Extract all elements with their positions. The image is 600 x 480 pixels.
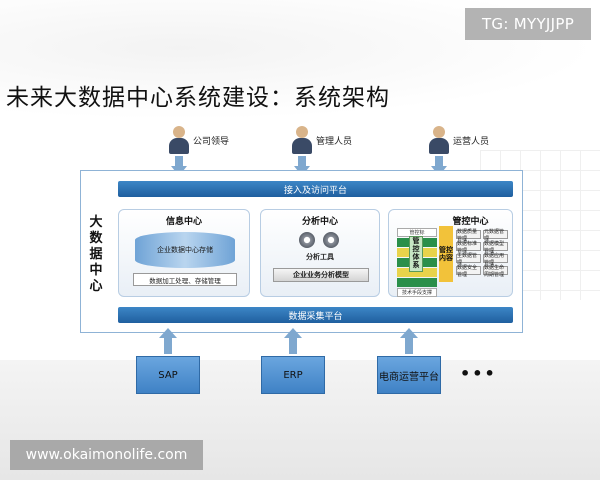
control-content-label: 管控内容 — [439, 226, 453, 282]
up-arrow-icon — [284, 328, 302, 354]
control-right-item: 数据生命周期管理 — [483, 265, 508, 278]
up-arrow-icon — [159, 328, 177, 354]
person-icon — [168, 126, 190, 154]
role-label: 公司领导 — [193, 136, 230, 147]
processing-label: 数据加工处理、存储管理 — [133, 273, 237, 286]
more-sources-ellipsis: ••• — [460, 364, 497, 383]
control-right-item: 数据模型管理 — [483, 241, 508, 254]
page-title: 未来大数据中心系统建设：系统架构 — [6, 85, 390, 111]
control-right-stack: 数据质量管理 数据标准管理 主数据管理 数据安全管理 元数据管理 数据模型管理 … — [456, 229, 508, 278]
watermark-url: www.okaimonolife.com — [10, 440, 203, 470]
gear-icon — [323, 232, 339, 248]
source-sap: SAP — [136, 356, 200, 394]
role-operator: 运营人员 — [428, 126, 489, 154]
vertical-title: 大数据中心 — [89, 215, 103, 294]
gear-icon — [299, 232, 315, 248]
analysis-tools-label: 分析工具 — [306, 253, 334, 261]
person-icon — [291, 126, 313, 154]
access-platform-bar: 接入及访问平台 — [118, 181, 513, 197]
role-label: 管理人员 — [316, 136, 353, 147]
control-center-panel: 管控中心 管控标 技术手段支撑 管控体系 管控内容 数据质量管理 数据标准管理 … — [388, 209, 513, 297]
control-right-item: 主数据管理 — [456, 253, 481, 266]
data-collection-bar: 数据采集平台 — [118, 307, 513, 323]
role-label: 运营人员 — [453, 136, 490, 147]
control-right-item: 数据标准管理 — [456, 241, 481, 254]
info-center-title: 信息中心 — [165, 217, 202, 227]
control-left-item: 技术手段支撑 — [397, 288, 437, 297]
tg-badge: TG: MYYJJPP — [465, 8, 591, 40]
analysis-model-label: 企业业务分析模型 — [273, 268, 369, 282]
database-cylinder-icon: 企业数据中心存储 — [135, 232, 235, 268]
role-company-leader: 公司领导 — [168, 126, 229, 154]
analysis-center-panel: 分析中心 分析工具 企业业务分析模型 — [260, 209, 380, 297]
info-center-panel: 信息中心 企业数据中心存储 数据加工处理、存储管理 — [118, 209, 250, 297]
person-icon — [428, 126, 450, 154]
role-manager: 管理人员 — [291, 126, 352, 154]
control-left-item — [397, 268, 437, 277]
control-left-item — [397, 278, 437, 287]
control-right-item: 数据安全管理 — [456, 265, 481, 278]
control-center-title: 管控中心 — [452, 217, 489, 227]
control-right-item: 数据应用管理 — [483, 253, 508, 266]
control-right-item: 数据质量管理 — [456, 229, 481, 242]
up-arrow-icon — [400, 328, 418, 354]
control-system-label: 管控体系 — [409, 236, 423, 272]
source-ecommerce: 电商运营平台 — [377, 356, 441, 394]
source-erp: ERP — [261, 356, 325, 394]
control-right-item: 元数据管理 — [483, 229, 508, 242]
storage-label: 企业数据中心存储 — [157, 246, 213, 254]
analysis-center-title: 分析中心 — [301, 217, 338, 227]
